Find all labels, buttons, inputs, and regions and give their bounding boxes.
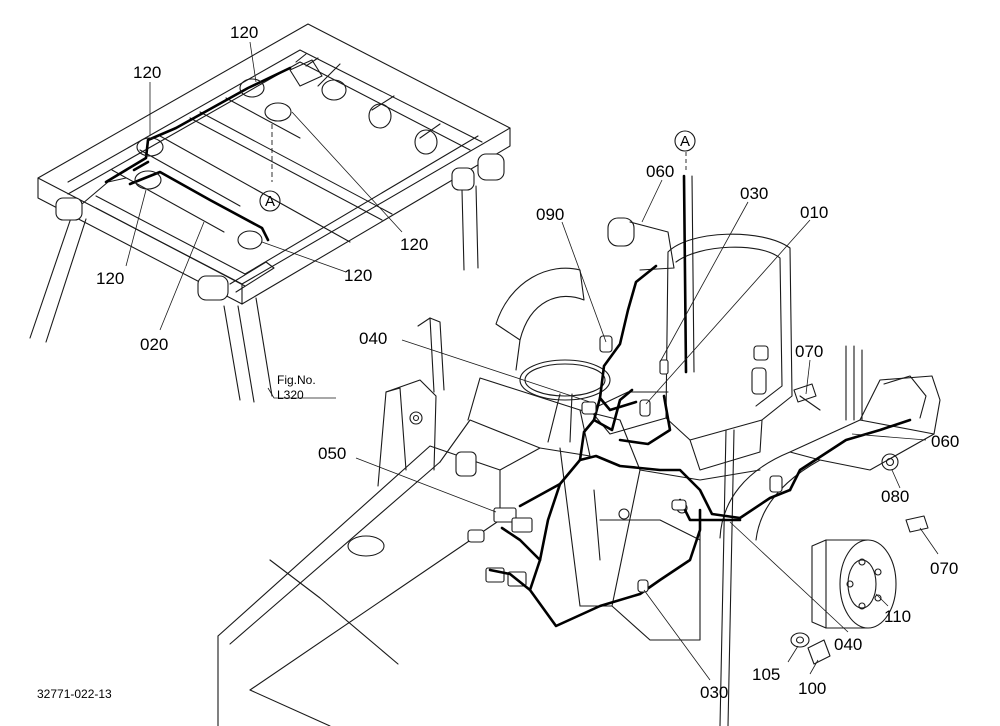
callout-120: 120 (400, 235, 428, 254)
fig-reference: Fig.No. L320 (267, 373, 336, 402)
callout-070: 070 (795, 342, 823, 361)
fig-reference-number: L320 (277, 388, 304, 402)
drawing-id: 32771-022-13 (37, 687, 112, 701)
callout-060: 060 (646, 162, 674, 181)
callout-050: 050 (318, 444, 346, 463)
callout-120: 120 (133, 63, 161, 82)
callout-090: 090 (536, 205, 564, 224)
view-marker-letter: A (680, 133, 690, 150)
callout-020: 020 (140, 335, 168, 354)
view-marker-a-detail: A (259, 190, 281, 212)
callout-070: 070 (930, 559, 958, 578)
callout-010: 010 (800, 203, 828, 222)
view-marker-letter: A (265, 193, 275, 210)
fig-reference-label: Fig.No. (277, 373, 316, 387)
callout-060: 060 (931, 432, 959, 451)
callouts: 120 120 120 120 120 020 060 030 010 090 … (96, 23, 959, 702)
callout-110: 110 (884, 607, 911, 626)
callout-100: 100 (798, 679, 826, 698)
callout-105: 105 (752, 665, 780, 684)
callout-120: 120 (344, 266, 372, 285)
callout-040: 040 (359, 329, 387, 348)
canopy-frame-detail (29, 23, 511, 403)
callout-030: 030 (740, 184, 768, 203)
callout-030: 030 (700, 683, 728, 702)
leader-lines (125, 41, 939, 681)
view-marker-a-main: A (674, 130, 696, 152)
tractor-main-view (217, 152, 941, 726)
callout-040: 040 (834, 635, 862, 654)
callout-120: 120 (96, 269, 124, 288)
callout-120: 120 (230, 23, 258, 42)
callout-080: 080 (881, 487, 909, 506)
